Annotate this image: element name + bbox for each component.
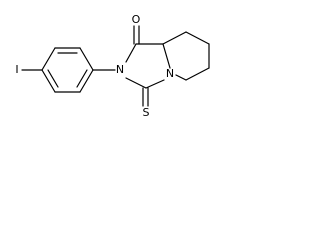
bond-n4-c3 <box>145 79 165 89</box>
bond-n2-c1 <box>125 43 137 63</box>
chemical-structure: I O N N S <box>15 13 210 119</box>
bond-c8a-c8 <box>162 31 187 45</box>
atom-nitrogen-imide: N <box>116 63 124 76</box>
bond-ring-c6-c1 <box>41 69 56 93</box>
imidazolidine-ring <box>125 43 171 89</box>
atom-iodine: I <box>15 63 18 76</box>
bond-ring-double-3 <box>47 69 59 88</box>
bond-c6-c5 <box>185 67 210 81</box>
bond-ring-c3-c4 <box>79 47 94 71</box>
iodophenyl-ring <box>41 47 94 93</box>
atom-oxygen: O <box>132 13 141 26</box>
bond-c3-n2 <box>125 77 147 89</box>
bond-ring-c1-c2 <box>41 47 56 71</box>
atom-nitrogen-bridgehead: N <box>166 67 174 80</box>
atom-sulfur: S <box>143 106 150 119</box>
bond-ring-c4-c5 <box>79 69 94 93</box>
piperidine-ring <box>162 31 210 81</box>
bond-c5-n4 <box>175 74 187 81</box>
bond-c8-c7 <box>185 31 210 45</box>
bond-ring-double-2 <box>76 69 88 88</box>
bond-c8a-n4 <box>162 43 171 69</box>
